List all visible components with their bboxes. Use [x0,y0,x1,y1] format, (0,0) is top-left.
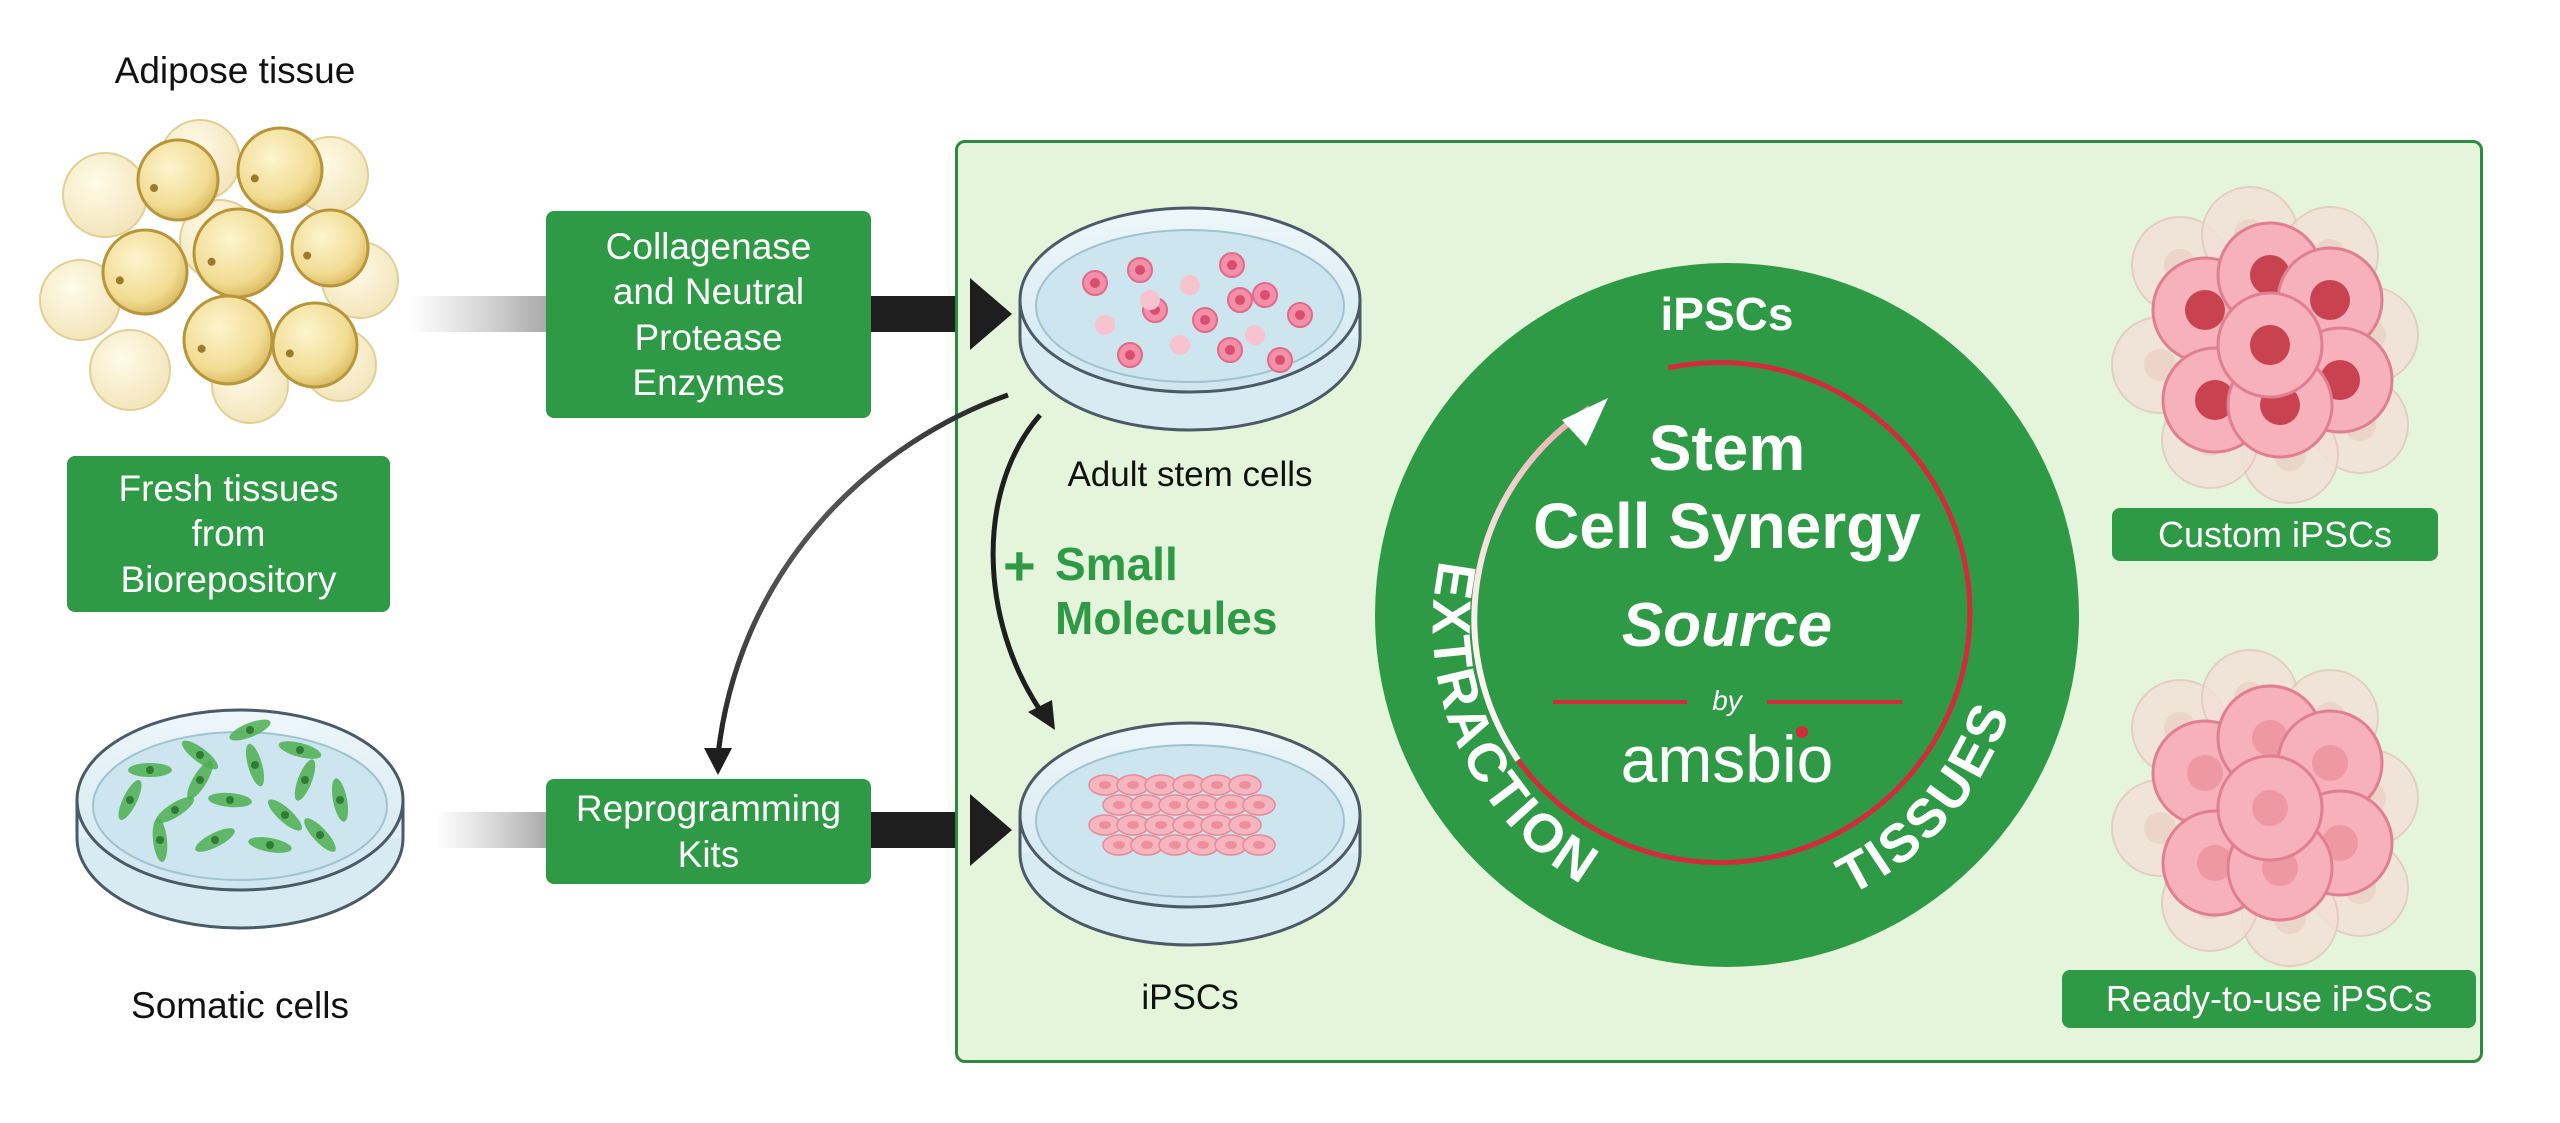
curve-arrow-to-kits-head [704,748,732,775]
somatic-cell-nucleus [196,751,204,759]
ipscs-dish-label: iPSCs [1141,978,1239,1017]
somatic-cells-label: Somatic cells [131,985,349,1026]
fat-cell-nucleus [207,257,216,266]
fat-cell [182,294,274,386]
somatic-cell-nucleus [171,806,179,814]
somatic-cell-nucleus [301,776,309,784]
somatic-cell-nucleus [251,761,259,769]
fat-cell [236,126,324,214]
fat-cell [271,301,359,389]
somatic-cell-nucleus [246,726,254,734]
fat-cell-nucleus [150,184,158,192]
somatic-cell-nucleus [211,836,219,844]
fat-cell-nucleus [197,344,206,353]
fat-cell [290,208,370,288]
enzymes-box: Collagenase and Neutral Protease Enzymes [546,211,871,418]
somatic-cell-nucleus [196,776,204,784]
somatic-cell-nucleus [281,811,289,819]
lead-bar-top [408,296,548,332]
fat-cell-pale [89,329,171,411]
somatic-cell-nucleus [296,746,304,754]
somatic-cell-nucleus [226,796,234,804]
fresh-tissues-box: Fresh tissues from Biorepository [67,456,390,612]
fat-cell [101,228,189,316]
fat-cell-pale [62,152,148,238]
somatic-cell-nucleus [156,836,164,844]
somatic-cell-nucleus [316,831,324,839]
reprogramming-kits-box: Reprogramming Kits [546,779,871,884]
somatic-cell-nucleus [266,841,274,849]
fat-cell [136,138,220,222]
somatic-cells-dish [75,708,405,930]
fat-cell-nucleus [115,276,124,285]
fat-cell-nucleus [250,174,259,183]
somatic-cell-nucleus [126,796,134,804]
plus-icon: + [1003,534,1036,597]
adipose-tissue-label: Adipose tissue [114,50,356,91]
custom-ipscs-box: Custom iPSCs [2112,508,2438,561]
fat-cell-nucleus [303,251,312,260]
small-molecules-text: Small Molecules [1055,538,1278,644]
somatic-cell-nucleus [336,796,344,804]
somatic-cell-nucleus [146,766,154,774]
fat-cell-nucleus [285,349,294,358]
ready-ipscs-box: Ready-to-use iPSCs [2062,970,2476,1028]
adipose-tissue-illustration [39,119,399,424]
lead-bar-bottom [435,812,548,848]
fat-cell [192,207,284,299]
adult-stem-cells-label: Adult stem cells [1067,455,1313,494]
